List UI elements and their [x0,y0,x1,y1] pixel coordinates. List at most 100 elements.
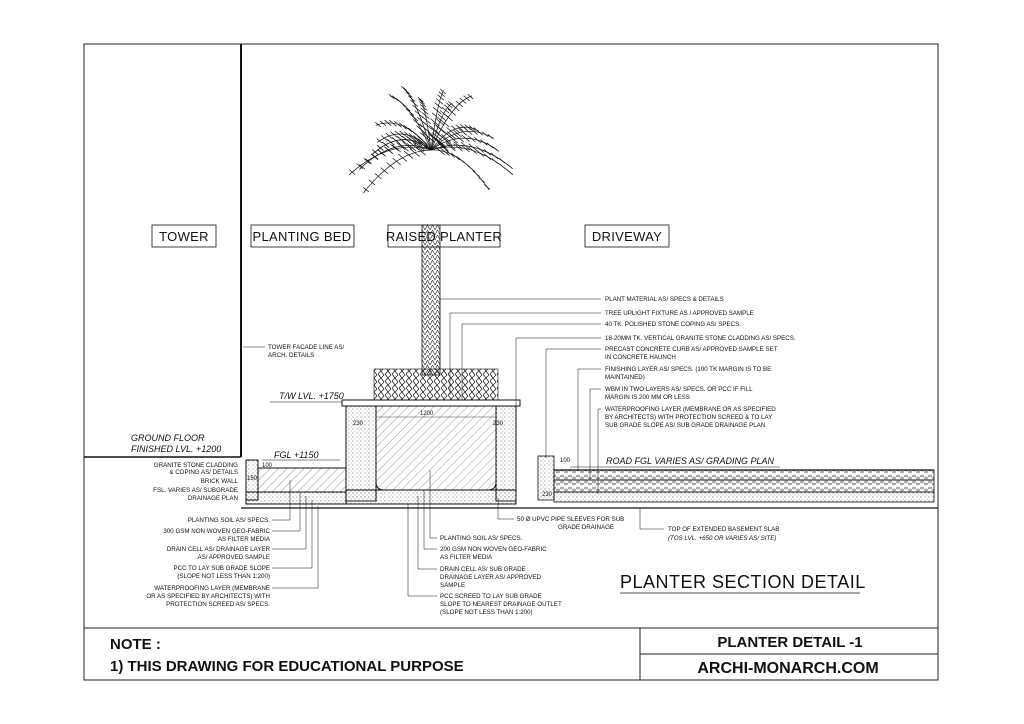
note-cladding: 18-20MM TK. VERTICAL GRANITE STONE CLADD… [605,335,796,342]
palm-leaflet [392,137,401,145]
palm-leaflet [396,142,406,150]
palm-leaflet [455,100,464,108]
palm-leaflet [402,135,412,144]
palm-leaflet [405,108,415,116]
drawing-title: PLANTER SECTION DETAIL [620,572,866,592]
palm-leaflet [394,130,403,138]
palm-leaflet [487,134,494,140]
palm-leaflet [363,187,370,193]
note-plant-material: PLANT MATERIAL AS/ SPECS & DETAILS [605,296,724,303]
palm-leaflet [439,119,450,128]
palm-leaflet [417,116,427,125]
dim-curb: 230 [542,492,553,498]
palm-leaflet [388,93,395,100]
palm-leaflet [450,125,460,133]
planting-bed [245,459,347,505]
palm-leaflet [467,135,476,143]
palm-leaflet [390,131,398,138]
palm-leaflet [448,135,459,144]
tw-level-label: T/W LVL. +1750 [279,391,344,401]
palm-leaflet [389,120,397,127]
palm-leaflet [470,128,478,135]
palm-leaflet [382,141,390,148]
palm-leaflet [392,157,401,165]
note-waterproof-2: BY ARCHITECTS) WITH PROTECTION SCREED & … [605,414,772,421]
dimension-labels: 230 230 1200 230 100 150 100 [247,411,571,498]
palm-leaflet [460,141,470,150]
palm-leaflet [461,134,470,142]
note-heading: NOTE : [110,636,161,653]
palm-leaflet [392,95,399,102]
palm-leaflet [413,135,424,144]
palm-frond [363,149,432,194]
palm-leaflet [407,95,416,102]
drawing-frame [83,43,939,681]
palm-frond [430,149,490,191]
note-wbm-1: WBM IN TWO LAYERS AS/ SPECS. OR PCC IF F… [605,386,753,393]
palm-leaflet [476,145,485,153]
palm-leaflet [406,142,417,152]
tower-facade-note: TOWER FACADE LINE AS/ ARCH. DETAILS [243,344,344,359]
palm-leaflet [452,129,462,138]
palm-leaflet [499,163,506,170]
palm-leaflet [412,119,423,128]
palm-leaflet [481,131,489,138]
palm-leaflet [409,148,420,157]
palm-frond [430,95,473,151]
palm-leaflet [421,116,431,125]
slab-note-1: TOP OF EXTENDED BASEMENT SLAB [668,526,779,533]
palm-leaflet [472,170,480,177]
palm-leaflet [417,96,424,103]
palm-leaflet [446,102,453,109]
palm-leaflet [463,95,470,102]
detail-name: PLANTER DETAIL -1 [717,634,862,651]
palm-leaflet [376,138,383,144]
dim-wall-left: 230 [353,421,364,427]
palm-leaflet [435,137,446,147]
note-uplight: TREE UPLIGHT FIXTURE AS / APPROVED SAMPL… [605,310,754,317]
palm-leaflet [412,104,421,113]
left-note-2: BRICK WALL [201,478,239,485]
note-curb-1: PRECAST CONCRETE CURB AS/ APPROVED SAMPL… [605,346,778,353]
palm-leaflet [437,113,447,121]
palm-leaflet [419,101,427,108]
palm-leaflet [445,149,455,158]
palm-leaflet [483,184,490,190]
palm-frond [430,103,453,151]
zone-labels: TOWER PLANTING BED RAISED PLANTER DRIVEW… [151,224,670,248]
palm-leaflet [446,127,456,135]
palm-leaflet [421,131,433,141]
palm-leaflet [467,165,475,172]
bl-note-8: OR AS SPECIFIED BY ARCHITECTS) WITH [146,593,270,600]
bc-note-4: DRAINAGE LAYER AS/ APPROVED [440,574,542,581]
palm-leaflet [506,169,513,175]
palm-leaflet [384,119,392,126]
pipe-note-1: 50 Ø UPVC PIPE SLEEVES FOR SUB [517,516,624,523]
palm-leaflet [372,149,379,155]
palm-leaflet [438,142,449,151]
palm-leaflet [434,102,443,110]
palm-leaflet [435,117,445,126]
palm-leaflet [418,98,425,105]
palm-frond [348,146,432,176]
bl-note-7: WATERPROOFING LAYER (MEMBRANE [154,585,270,592]
zone-planting-bed-label: PLANTING BED [253,229,352,244]
palm-leaflet [491,158,499,165]
palm-leaflet [439,88,447,95]
level-markers: T/W LVL. +1750 GROUND FLOOR FINISHED LVL… [131,391,780,468]
palm-leaflet [377,145,384,151]
palm-leaflet [417,138,429,148]
slab-note-2: (TOS LVL. +650 OR VARIES AS/ SITE) [668,535,777,542]
palm-leaflet [483,153,492,160]
palm-leaflet [421,111,430,120]
palm-leaflet [468,143,477,151]
palm-leaflet [458,128,468,136]
palm-leaflet [370,153,379,160]
palm-leaflet [459,97,467,104]
palm-leaflet [397,136,406,144]
palm-leaflet [442,136,453,146]
palm-leaflet [405,91,413,98]
palm-leaflet [429,125,439,134]
palm-leaflet [445,142,456,152]
